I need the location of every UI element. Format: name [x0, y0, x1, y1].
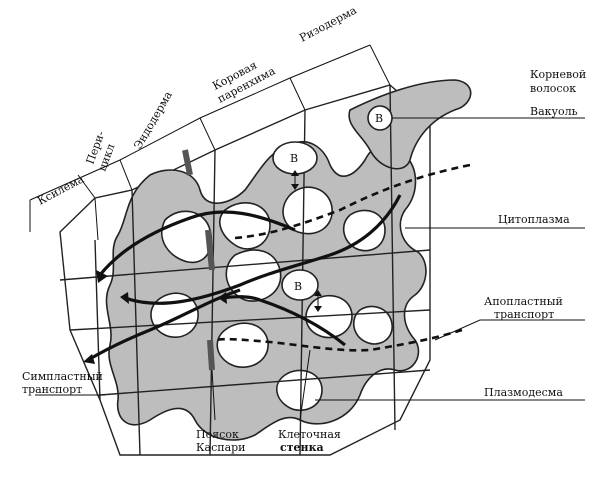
label-casparian-1: Поясок — [196, 428, 239, 441]
label-casparian-2: Каспари — [196, 441, 246, 454]
svg-text:В: В — [290, 152, 298, 165]
casparian-strip — [182, 149, 215, 371]
label-vacuole: Вакуоль — [530, 105, 578, 118]
label-apoplast-1: Апопластный — [484, 295, 563, 308]
vacuole-large: В — [272, 141, 318, 190]
svg-text:В: В — [375, 112, 383, 125]
label-rhizoderm: Ризодерма — [297, 3, 359, 44]
vacuole-lower: В — [281, 269, 322, 312]
label-cytoplasm: Цитоплазма — [498, 213, 570, 226]
label-symplast-2: транспорт — [22, 383, 82, 396]
label-apoplast-2: транспорт — [494, 308, 554, 321]
label-cellwall-2: стенка — [280, 441, 324, 454]
symplast-arrows — [83, 194, 402, 364]
label-symplast-1: Симпластный — [22, 370, 103, 383]
root-hair — [348, 79, 472, 170]
label-xylem: Ксилема — [35, 172, 86, 207]
label-root-hair-1: Корневой — [530, 68, 586, 81]
apoplast-path — [214, 163, 471, 352]
leader-lines — [35, 117, 585, 421]
vacuole-root-hair: В — [367, 105, 393, 131]
label-plasmodesma: Плазмодесма — [484, 386, 563, 399]
svg-text:В: В — [294, 280, 302, 293]
cell-walls — [59, 84, 431, 456]
label-cellwall-1: Клеточная — [278, 428, 341, 441]
label-root-hair-2: волосок — [530, 82, 576, 95]
